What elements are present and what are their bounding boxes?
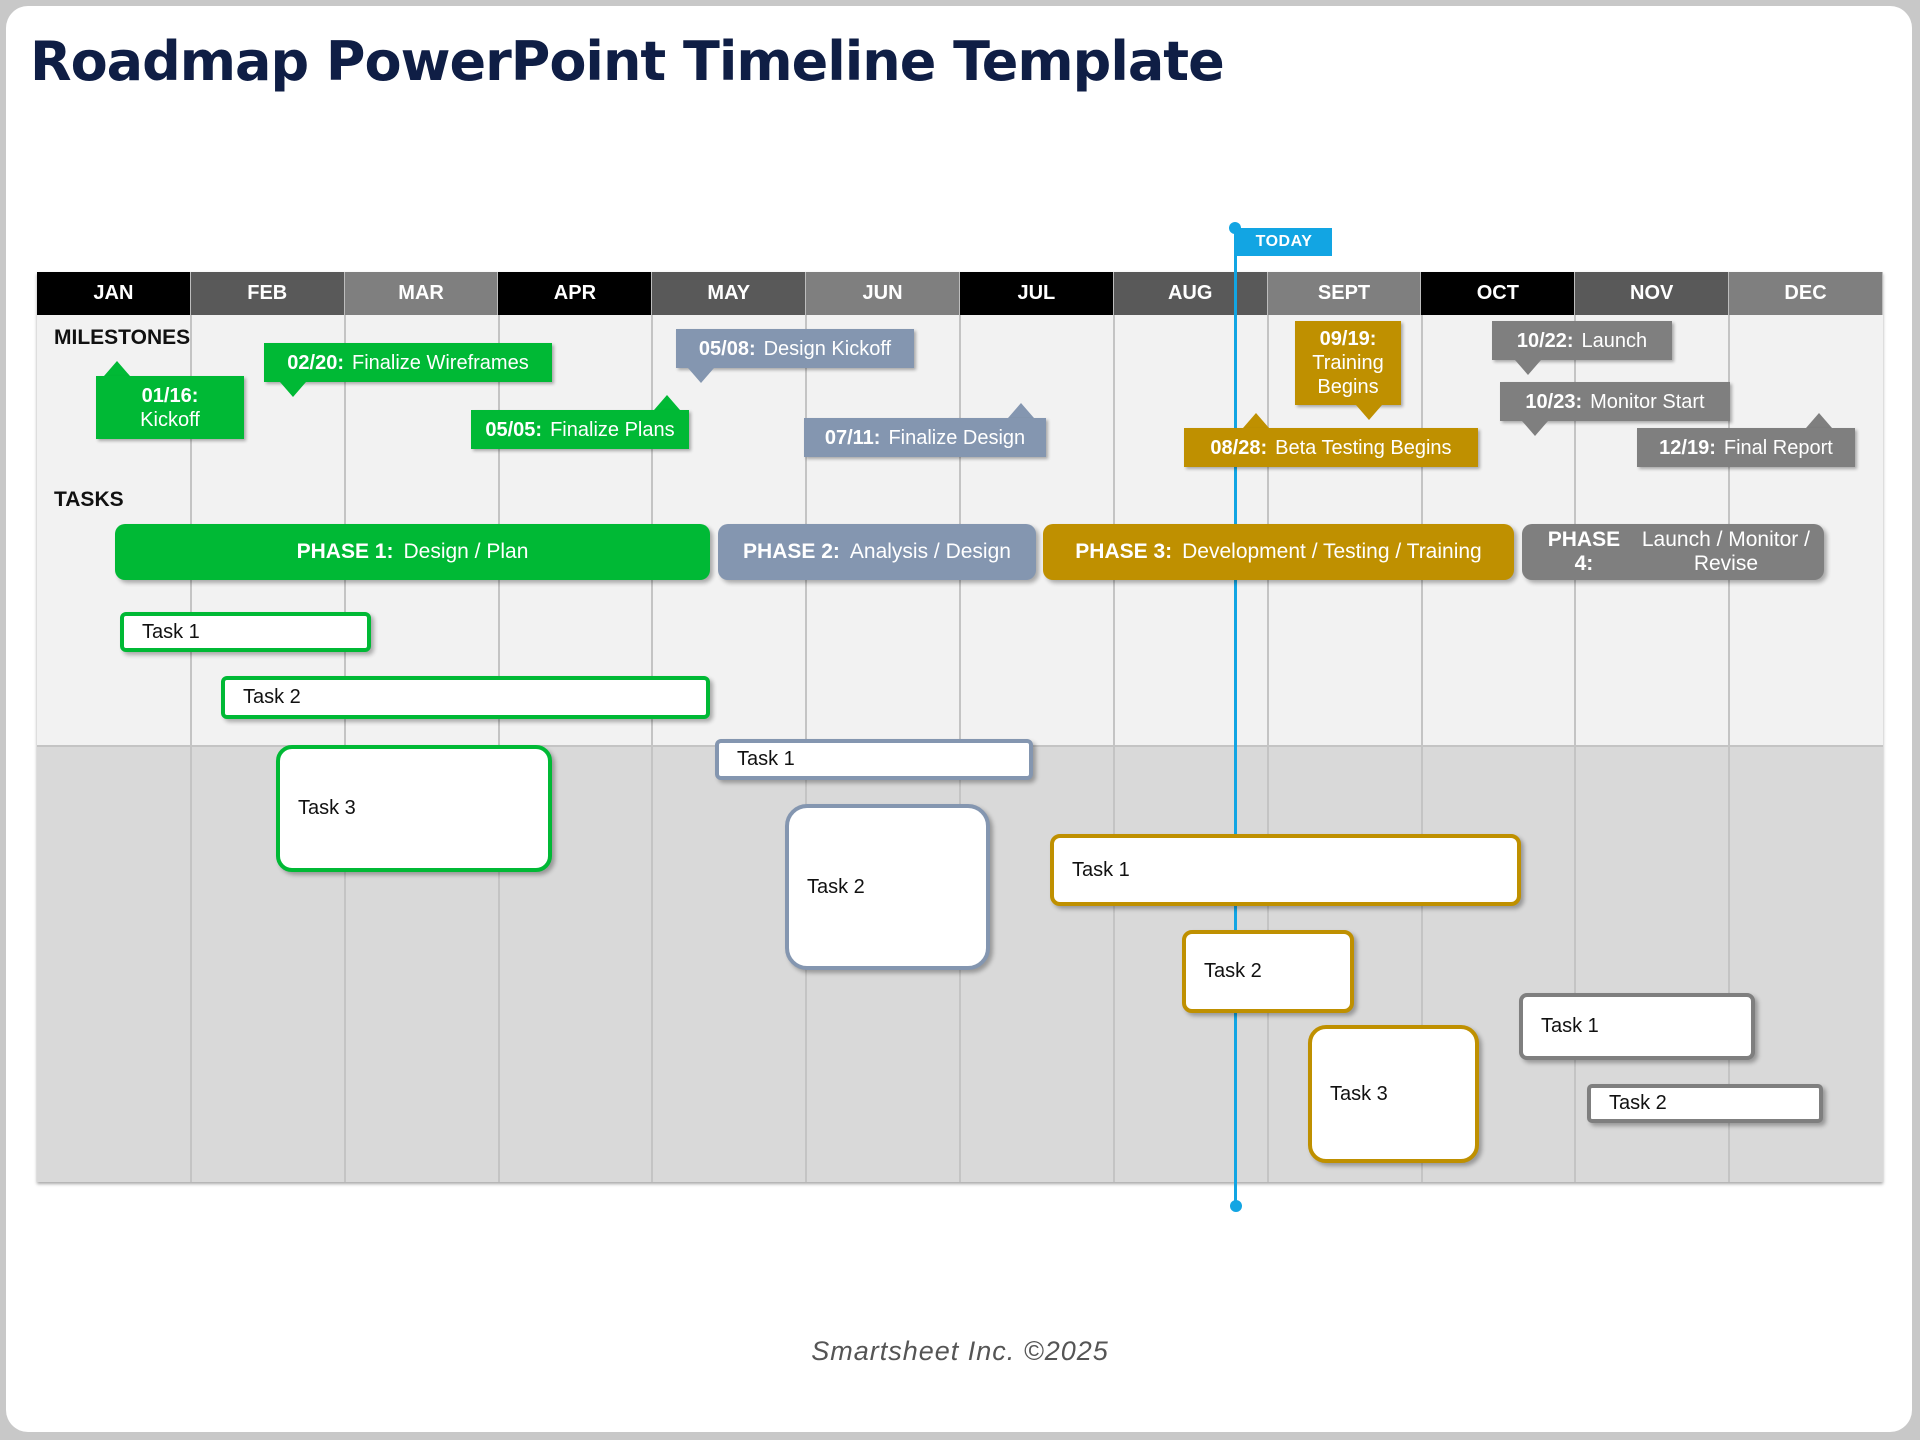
phase-2-bar: PHASE 2: Analysis / Design: [718, 524, 1036, 580]
tasks-label: TASKS: [54, 488, 124, 511]
milestone-text: Finalize Wireframes: [352, 351, 529, 374]
milestone-finalize-design: 07/11: Finalize Design: [804, 418, 1046, 457]
milestone-pointer: [654, 395, 680, 410]
milestone-date: 08/28:: [1210, 436, 1268, 459]
milestone-text: Monitor Start: [1590, 390, 1705, 413]
milestone-pointer: [1522, 421, 1548, 436]
milestone-text: Finalize Design: [888, 426, 1026, 449]
milestone-pointer: [280, 382, 306, 397]
month-divider: [651, 315, 653, 1182]
phase-label: PHASE 3:: [1075, 540, 1173, 563]
milestone-date: 12/19:: [1659, 436, 1716, 459]
phase-name: Launch / Monitor / Revise: [1641, 528, 1810, 575]
milestone-text: Training Begins: [1312, 352, 1384, 398]
milestone-date: 05/08:: [698, 337, 756, 360]
month-divider: [1574, 315, 1576, 1182]
month-aug: AUG: [1113, 272, 1268, 315]
task-p2-1: Task 1: [715, 739, 1033, 780]
phase-3-bar: PHASE 3: Development / Testing / Training: [1043, 524, 1514, 580]
milestone-final-report: 12/19: Final Report: [1637, 428, 1855, 467]
milestone-launch: 10/22: Launch: [1492, 321, 1672, 360]
milestone-pointer: [688, 368, 714, 383]
month-divider: [1267, 315, 1269, 1182]
milestone-training-begins: 09/19:Training Begins: [1295, 321, 1401, 405]
milestone-date: 01/16:: [141, 384, 199, 407]
milestone-date: 10/23:: [1525, 390, 1583, 413]
month-divider: [1421, 315, 1423, 1182]
milestone-pointer: [1356, 405, 1382, 420]
milestone-kickoff: 01/16:Kickoff: [96, 376, 244, 439]
month-dec: DEC: [1729, 272, 1883, 315]
month-nov: NOV: [1575, 272, 1730, 315]
phase-label: PHASE 1:: [296, 540, 394, 563]
task-p3-3: Task 3: [1308, 1025, 1479, 1163]
month-jan: JAN: [37, 272, 191, 315]
phase-name: Development / Testing / Training: [1182, 540, 1482, 563]
today-line: [1234, 228, 1237, 1206]
task-p2-2: Task 2: [785, 804, 990, 970]
milestone-date: 02/20:: [287, 351, 344, 374]
milestone-monitor-start: 10/23: Monitor Start: [1500, 382, 1730, 421]
phase-1-bar: PHASE 1: Design / Plan: [115, 524, 710, 580]
phase-4-bar: PHASE 4: Launch / Monitor / Revise: [1522, 524, 1824, 580]
month-divider: [1728, 315, 1730, 1182]
milestone-finalize-wireframes: 02/20: Finalize Wireframes: [264, 343, 552, 382]
month-jul: JUL: [959, 272, 1114, 315]
month-mar: MAR: [344, 272, 499, 315]
task-p1-2: Task 2: [221, 676, 710, 719]
milestone-design-kickoff: 05/08: Design Kickoff: [676, 329, 914, 368]
milestone-date: 09/19:: [1319, 328, 1377, 350]
milestone-text: Finalize Plans: [550, 418, 675, 441]
month-apr: APR: [498, 272, 653, 315]
task-p3-2: Task 2: [1182, 930, 1354, 1013]
phase-name: Design / Plan: [403, 540, 529, 563]
page-title: Roadmap PowerPoint Timeline Template: [30, 30, 1225, 93]
month-sept: SEPT: [1267, 272, 1422, 315]
milestone-text: Launch: [1581, 329, 1648, 352]
month-may: MAY: [652, 272, 807, 315]
milestone-finalize-plans: 05/05: Finalize Plans: [471, 410, 689, 449]
milestone-pointer: [1008, 403, 1034, 418]
phase-name: Analysis / Design: [849, 540, 1011, 563]
task-p1-1: Task 1: [120, 612, 371, 652]
milestone-date: 05/05:: [485, 418, 543, 441]
today-flag: TODAY: [1236, 228, 1332, 256]
milestone-pointer: [104, 361, 130, 376]
milestone-text: Final Report: [1723, 436, 1833, 459]
task-p3-1: Task 1: [1050, 834, 1521, 906]
task-p4-2: Task 2: [1587, 1084, 1823, 1123]
month-header: JAN FEB MAR APR MAY JUN JUL AUG SEPT OCT…: [37, 272, 1883, 315]
month-divider: [1113, 315, 1115, 1182]
task-p1-3: Task 3: [276, 745, 552, 872]
phase-label: PHASE 2:: [743, 540, 840, 563]
milestones-label: MILESTONES: [54, 326, 191, 349]
milestone-date: 07/11:: [824, 426, 881, 449]
milestone-beta-testing: 08/28: Beta Testing Begins: [1184, 428, 1478, 467]
milestone-date: 10/22:: [1516, 329, 1574, 352]
phase-label: PHASE 4:: [1547, 528, 1621, 575]
milestone-pointer: [1243, 413, 1269, 428]
footer-copyright: Smartsheet Inc. ©2025: [811, 1336, 1109, 1366]
task-p4-1: Task 1: [1519, 993, 1755, 1060]
month-divider: [190, 315, 192, 1182]
month-jun: JUN: [806, 272, 960, 315]
month-oct: OCT: [1421, 272, 1576, 315]
milestone-pointer: [1515, 360, 1541, 375]
milestone-pointer: [1806, 413, 1832, 428]
milestone-text: Kickoff: [140, 408, 200, 431]
today-bottom-dot: [1230, 1200, 1242, 1212]
milestone-text: Beta Testing Begins: [1275, 436, 1452, 459]
milestone-text: Design Kickoff: [763, 337, 892, 360]
month-feb: FEB: [190, 272, 345, 315]
